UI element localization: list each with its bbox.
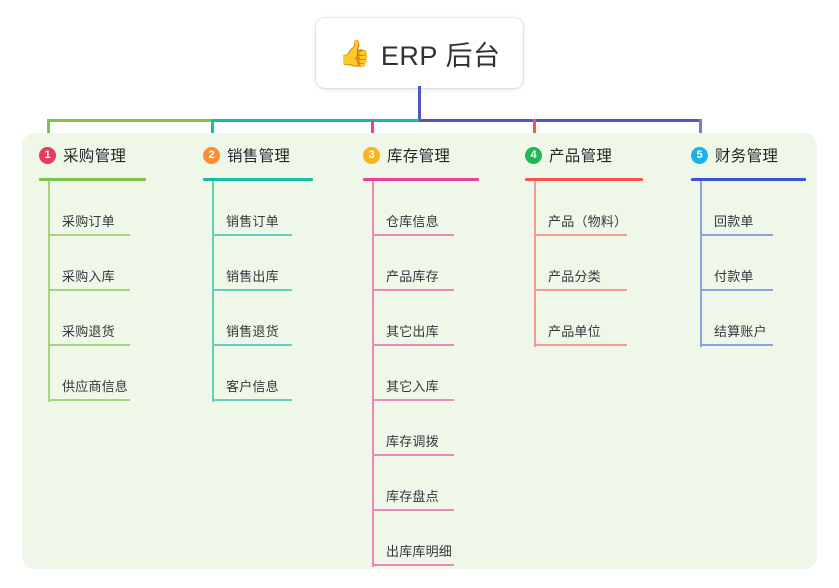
column-badge-3: 3 [363,146,380,164]
leaf-item[interactable]: 销售订单 [212,194,292,236]
leaf-item-label: 产品分类 [548,269,601,284]
column-header-5[interactable]: 5 财务管理 [691,144,778,166]
leaf-item-rule [48,399,130,401]
leaf-item-label: 采购退货 [62,324,115,339]
leaf-item[interactable]: 结算账户 [700,304,773,346]
leaf-item[interactable]: 产品分类 [534,249,627,291]
leaf-item-rule [700,234,773,236]
root-node-title: ERP 后台 [380,40,501,71]
leaf-item-rule [372,564,454,566]
leaf-item[interactable]: 产品（物料） [534,194,627,236]
leaf-item[interactable]: 仓库信息 [372,194,454,236]
leaf-item-rule [372,454,454,456]
leaf-item-rule [48,289,130,291]
leaf-item-rule [534,344,627,346]
bus-segment-left [47,119,213,122]
leaf-item[interactable]: 其它出库 [372,304,454,346]
column-title-4: 产品管理 [549,148,613,165]
leaf-item[interactable]: 采购入库 [48,249,130,291]
column-spine-2 [212,181,214,402]
leaf-item[interactable]: 采购退货 [48,304,130,346]
leaf-item[interactable]: 付款单 [700,249,773,291]
leaf-item-label: 结算账户 [714,324,767,339]
leaf-item-rule [372,234,454,236]
leaf-item[interactable]: 其它入库 [372,359,454,401]
leaf-item-rule [700,289,773,291]
column-title-2: 销售管理 [227,148,291,165]
bus-segment-right [419,119,702,122]
leaf-item[interactable]: 供应商信息 [48,359,130,401]
leaf-item-label: 销售退货 [226,324,279,339]
column-badge-2: 2 [203,146,220,164]
root-node-erp-backend[interactable]: 👍 ERP 后台 [316,18,523,88]
column-title-5: 财务管理 [715,148,779,165]
leaf-item-rule [372,344,454,346]
column-title-1: 采购管理 [63,148,127,165]
leaf-item-label: 库存调拨 [386,434,439,449]
leaf-item-rule [48,344,130,346]
root-node-content: 👍 ERP 后台 [339,34,501,73]
leaf-item-rule [534,234,627,236]
leaf-item-label: 其它入库 [386,379,439,394]
leaf-item-label: 采购入库 [62,269,115,284]
leaf-item[interactable]: 销售出库 [212,249,292,291]
column-header-3[interactable]: 3 库存管理 [363,144,450,166]
leaf-item-label: 销售订单 [226,214,279,229]
leaf-item-label: 销售出库 [226,269,279,284]
column-header-rule-1 [39,178,146,181]
column-header-rule-5 [691,178,806,181]
leaf-item-label: 供应商信息 [62,379,129,394]
leaf-item-label: 库存盘点 [386,489,439,504]
leaf-item-label: 回款单 [714,214,754,229]
leaf-item-label: 出库库明细 [386,544,453,559]
column-badge-4: 4 [525,146,542,164]
bus-segment-middle [212,119,421,122]
leaf-item[interactable]: 销售退货 [212,304,292,346]
thumbs-up-icon: 👍 [338,38,371,68]
leaf-item-label: 采购订单 [62,214,115,229]
leaf-item-label: 仓库信息 [386,214,439,229]
leaf-item[interactable]: 产品库存 [372,249,454,291]
leaf-item-rule [700,344,773,346]
leaf-item-rule [48,234,130,236]
leaf-item[interactable]: 采购订单 [48,194,130,236]
column-header-rule-2 [203,178,313,181]
leaf-item-rule [212,344,292,346]
leaf-item[interactable]: 库存调拨 [372,414,454,456]
leaf-item[interactable]: 客户信息 [212,359,292,401]
leaf-item-rule [534,289,627,291]
column-header-4[interactable]: 4 产品管理 [525,144,612,166]
leaf-item-label: 产品（物料） [548,214,628,229]
leaf-item-rule [212,399,292,401]
leaf-item-label: 付款单 [714,269,754,284]
leaf-item-label: 客户信息 [226,379,279,394]
column-header-rule-3 [363,178,479,181]
leaf-item-label: 其它出库 [386,324,439,339]
root-trunk-line [418,86,421,122]
leaf-item-rule [372,289,454,291]
leaf-item[interactable]: 出库库明细 [372,524,454,566]
categories-panel: 1 采购管理采购订单采购入库采购退货供应商信息 2 销售管理销售订单销售出库销售退货客… [22,133,817,569]
leaf-item-rule [372,509,454,511]
leaf-item-label: 产品单位 [548,324,601,339]
leaf-item-rule [212,289,292,291]
column-spine-4 [534,181,536,347]
leaf-item-label: 产品库存 [386,269,439,284]
column-header-rule-4 [525,178,643,181]
leaf-item[interactable]: 库存盘点 [372,469,454,511]
leaf-item[interactable]: 产品单位 [534,304,627,346]
column-spine-1 [48,181,50,402]
column-header-2[interactable]: 2 销售管理 [203,144,290,166]
column-badge-1: 1 [39,146,56,164]
column-badge-5: 5 [691,146,708,164]
column-spine-5 [700,181,702,347]
column-spine-3 [372,181,374,567]
column-header-1[interactable]: 1 采购管理 [39,144,126,166]
leaf-item[interactable]: 回款单 [700,194,773,236]
column-title-3: 库存管理 [387,148,451,165]
leaf-item-rule [212,234,292,236]
leaf-item-rule [372,399,454,401]
